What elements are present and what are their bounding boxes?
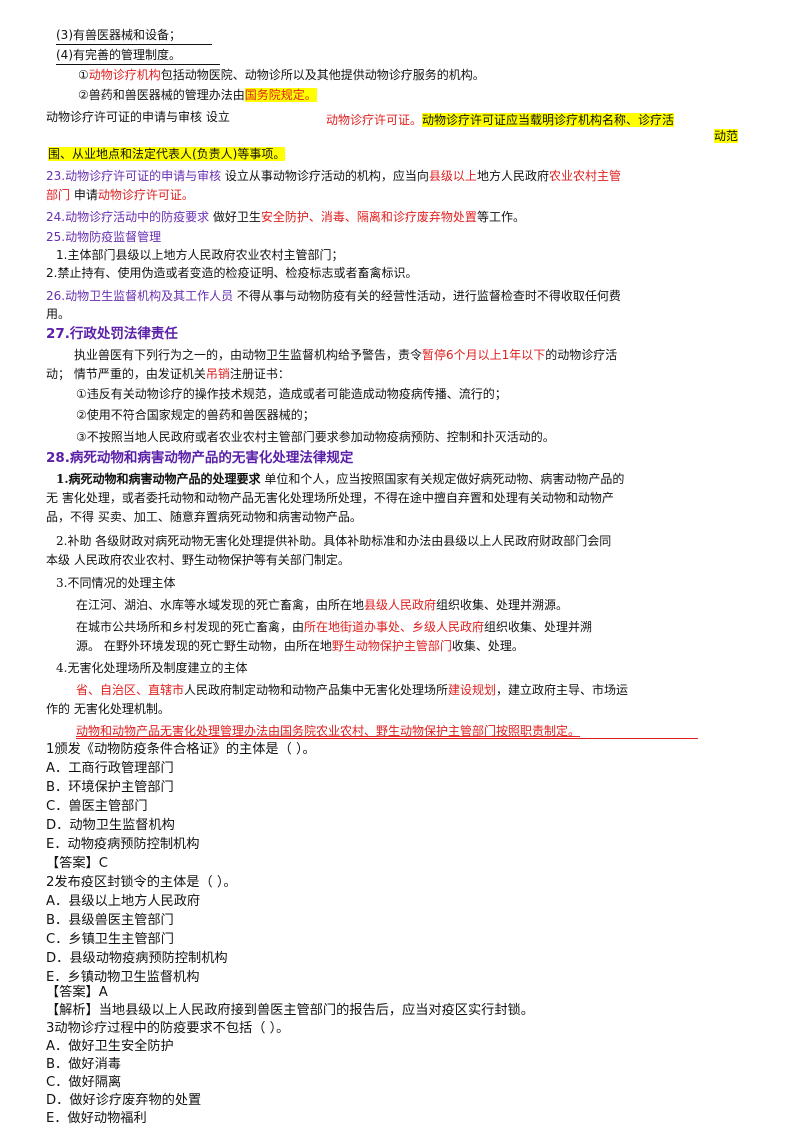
item-28-point-1-cont: 无 害化处理，或者委托动物和动物产品无害化处理场所处理，不得在途中擅自弃置和处理… bbox=[46, 491, 614, 505]
system-para-cont: 作的 无害化处理机制。 bbox=[46, 702, 170, 716]
item-28-point-2: 2.补助 各级财政对病死动物无害化处理提供补助。具体补助标准和办法由县级以上人民… bbox=[56, 534, 612, 548]
license-line: 动物诊疗许可证。动物诊疗许可证应当载明诊疗机构名称、诊疗活 bbox=[326, 113, 675, 127]
question-3-option-a: A．做好卫生安全防护 bbox=[46, 1039, 174, 1054]
list-item-3: (3)有兽医器械和设备； bbox=[56, 28, 181, 42]
underline-rule bbox=[56, 44, 212, 45]
license-line-cont: 动范 bbox=[714, 129, 739, 143]
question-2-answer: 【答案】A bbox=[46, 985, 108, 1000]
disposal-city: 在城市公共场所和乡村发现的死亡畜禽，由所在地街道办事处、乡级人民政府组织收集、处… bbox=[76, 620, 593, 634]
note-line-1: ①动物诊疗机构包括动物医院、动物诊所以及其他提供动物诊疗服务的机构。 bbox=[78, 68, 485, 82]
section-heading-license: 动物诊疗许可证的申请与审核 设立 bbox=[46, 110, 230, 124]
question-2-option-e: E．乡镇动物卫生监督机构 bbox=[46, 970, 200, 985]
item-25-heading: 25.动物防疫监督管理 bbox=[46, 230, 162, 244]
question-1-option-b: B．环境保护主管部门 bbox=[46, 780, 174, 795]
disposal-wild: 源。 在野外环境发现的死亡野生动物，由所在地野生动物保护主管部门收集、处理。 bbox=[76, 639, 524, 653]
violation-3: ③不按照当地人民政府或者农业农村主管部门要求参加动物疫病预防、控制和扑灭活动的。 bbox=[76, 430, 555, 444]
question-1-option-a: A．工商行政管理部门 bbox=[46, 761, 174, 776]
question-2-option-d: D．县级动物疫病预防控制机构 bbox=[46, 951, 228, 966]
item-26-cont: 用。 bbox=[46, 307, 71, 321]
question-3-option-d: D．做好诊疗废弃物的处置 bbox=[46, 1093, 202, 1108]
item-24: 24.动物诊疗活动中的防疫要求 做好卫生安全防护、消毒、隔离和诊疗废弃物处置等工… bbox=[46, 210, 525, 224]
question-1-option-c: C．兽医主管部门 bbox=[46, 799, 148, 814]
regulation-note: 动物和动物产品无害化处理管理办法由国务院农业农村、野生动物保护主管部门按照职责制… bbox=[76, 724, 581, 738]
note-line-2: ②兽药和兽医器械的管理办法由国务院规定。 bbox=[78, 88, 317, 102]
question-2-option-c: C．乡镇卫生主管部门 bbox=[46, 932, 174, 947]
question-2-option-a: A．县级以上地方人民政府 bbox=[46, 894, 201, 909]
item-23: 23.动物诊疗许可证的申请与审核 设立从事动物诊疗活动的机构，应当向县级以上地方… bbox=[46, 169, 621, 183]
list-item-4: (4)有完善的管理制度。 bbox=[56, 48, 181, 62]
item-28-point-1: 1.病死动物和病害动物产品的处理要求 单位和个人，应当按照国家有关规定做好病死动… bbox=[56, 472, 625, 486]
item-23-cont: 部门 申请动物诊疗许可证。 bbox=[46, 188, 194, 202]
item-25-point-2: 2.禁止持有、使用伪造或者变造的检疫证明、检疫标志或者畜禽标识。 bbox=[46, 266, 418, 280]
item-28-heading: 28.病死动物和病害动物产品的无害化处理法律规定 bbox=[46, 450, 354, 466]
question-3-option-e: E．做好动物福利 bbox=[46, 1111, 147, 1126]
item-28-point-1-end: 品，不得 买卖、加工、随意弃置病死动物和病害动物产品。 bbox=[46, 510, 362, 524]
question-3-option-c: C．做好隔离 bbox=[46, 1075, 122, 1090]
item-27-para: 执业兽医有下列行为之一的，由动物卫生监督机构给予警告，责令暂停6个月以上1年以下… bbox=[74, 348, 618, 362]
system-para: 省、自治区、直辖市人民政府制定动物和动物产品集中无害化处理场所建设规划，建立政府… bbox=[76, 683, 629, 697]
question-2-option-b: B．县级兽医主管部门 bbox=[46, 913, 174, 928]
question-1-stem: 1颁发《动物防疫条件合格证》的主体是（ ）。 bbox=[46, 742, 316, 757]
question-1-option-e: E．动物疫病预防控制机构 bbox=[46, 837, 200, 852]
regulation-underline bbox=[76, 738, 698, 739]
item-27-heading: 27.行政处罚法律责任 bbox=[46, 326, 178, 342]
item-26: 26.动物卫生监督机构及其工作人员 不得从事与动物防疫有关的经营性活动，进行监督… bbox=[46, 289, 621, 303]
violation-2: ②使用不符合国家规定的兽药和兽医器械的； bbox=[76, 408, 315, 422]
question-2-stem: 2发布疫区封锁令的主体是（ ）。 bbox=[46, 875, 237, 890]
question-3-stem: 3动物诊疗过程中的防疫要求不包括（ ）。 bbox=[46, 1021, 290, 1036]
item-28-point-2-cont: 本级 人民政府农业农村、野生动物保护等有关部门制定。 bbox=[46, 553, 350, 567]
question-3-option-b: B．做好消毒 bbox=[46, 1057, 121, 1072]
question-1-answer: 【答案】C bbox=[46, 856, 108, 871]
item-25-point-1: 1.主体部门县级以上地方人民政府农业农村主管部门； bbox=[56, 248, 344, 262]
item-27-para-cont: 动； 情节严重的，由发证机关吊销注册证书： bbox=[46, 367, 290, 381]
item-28-point-4: 4.无害化处理场所及制度建立的主体 bbox=[56, 661, 248, 675]
item-28-point-3: 3.不同情况的处理主体 bbox=[56, 576, 176, 590]
underline-rule bbox=[56, 64, 220, 65]
disposal-water: 在江河、湖泊、水库等水域发现的死亡畜禽，由所在地县级人民政府组织收集、处理并溯源… bbox=[76, 598, 569, 612]
license-line-end: 围、从业地点和法定代表人(负责人)等事项。 bbox=[48, 147, 286, 161]
question-2-analysis: 【解析】当地县级以上人民政府接到兽医主管部门的报告后，应当对疫区实行封锁。 bbox=[46, 1003, 534, 1018]
question-1-option-d: D．动物卫生监督机构 bbox=[46, 818, 175, 833]
violation-1: ①违反有关动物诊疗的操作技术规范，造成或者可能造成动物疫病传播、流行的； bbox=[76, 387, 507, 401]
